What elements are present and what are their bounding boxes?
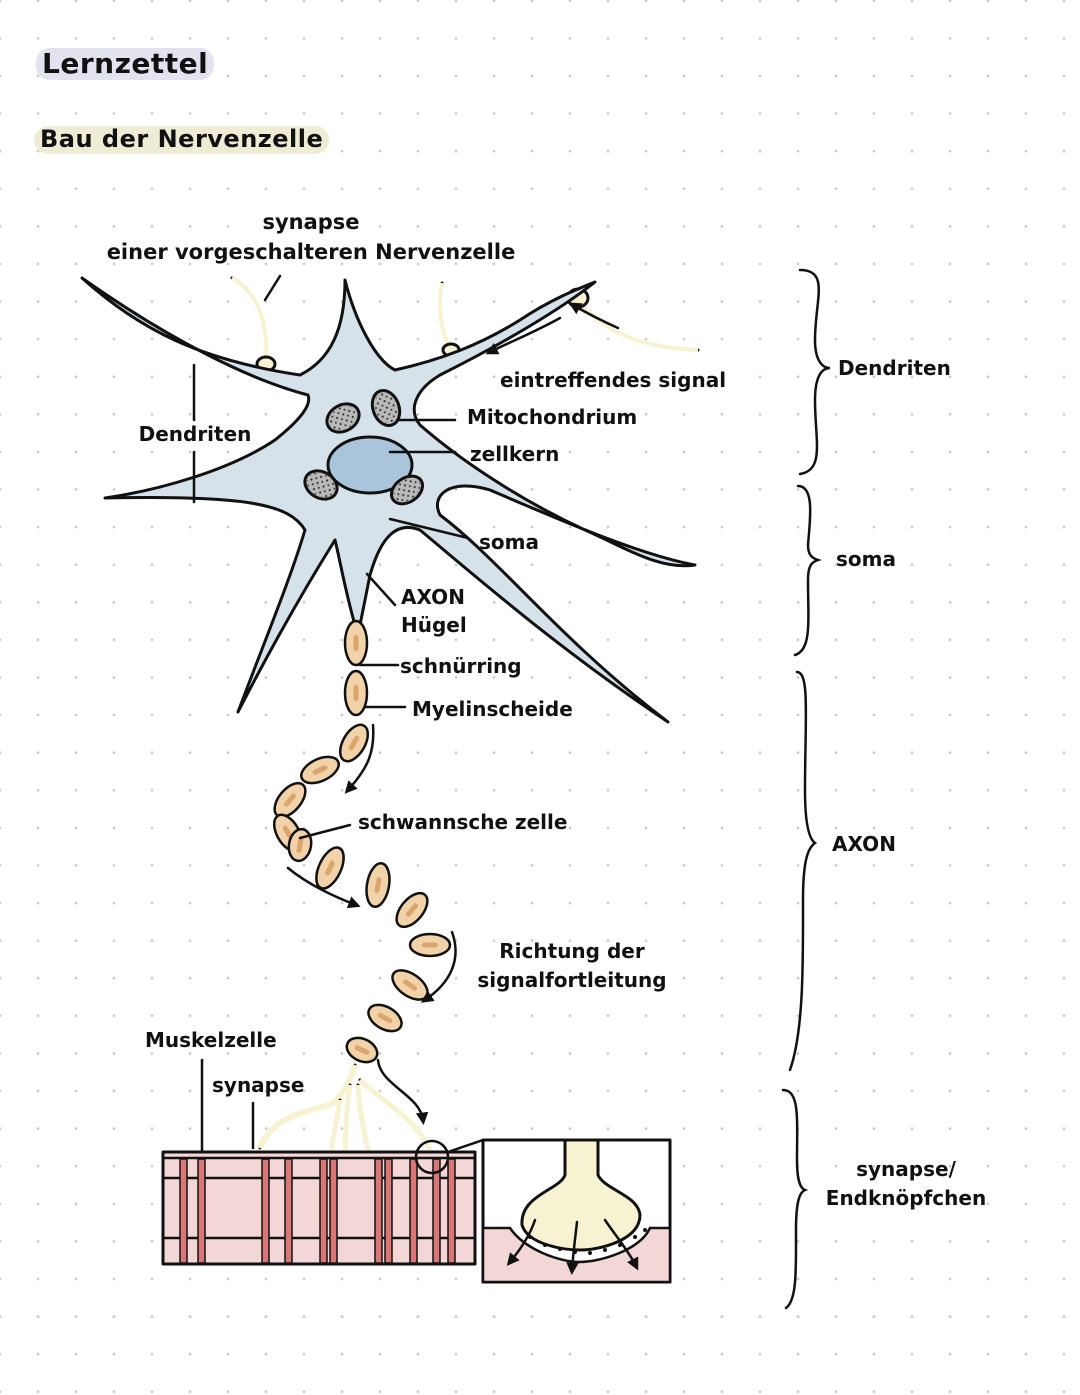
leader-lines <box>192 274 470 1154</box>
label-synapse-bottom: synapse <box>212 1073 304 1097</box>
schwann-cell-nucleus <box>405 903 419 917</box>
region-label-soma: soma <box>836 547 896 571</box>
signal-arrows <box>286 302 620 1125</box>
schwann-cell-nucleus <box>402 979 418 991</box>
muscle-cell <box>161 1150 477 1266</box>
label-zellkern: zellkern <box>470 442 559 466</box>
label-synapse-top: synapse <box>262 210 359 234</box>
muscle-stripe <box>197 1158 206 1264</box>
schwann-cell-nucleus <box>422 942 438 948</box>
schwann-cell-nucleus <box>353 685 359 701</box>
label-schwannsche-zelle: schwannsche zelle <box>358 810 567 834</box>
region-braces <box>781 268 831 1310</box>
label-mitochondrium: Mitochondrium <box>467 405 637 429</box>
label-muskelzelle: Muskelzelle <box>145 1028 277 1052</box>
schwann-cell-nucleus <box>348 735 360 751</box>
schwann-cell-nucleus <box>283 793 297 807</box>
region-label-axon: AXON <box>832 832 896 856</box>
label-schnuerring: schnürring <box>400 654 522 678</box>
schwann-cell-nucleus <box>354 1045 370 1055</box>
label-dendriten-left: Dendriten <box>139 422 252 446</box>
mitochondria <box>303 389 425 506</box>
label-axon-huegel-1: AXON <box>401 585 465 609</box>
schwann-cell-nucleus <box>325 860 335 876</box>
label-eintreffendes-signal: eintreffendes signal <box>500 368 726 392</box>
section-title: Bau der Nervenzelle <box>34 125 330 154</box>
region-label-dendriten: Dendriten <box>838 356 951 380</box>
axon-myelin-segments <box>272 619 452 1064</box>
muscle-stripe <box>447 1158 456 1264</box>
synapse-magnified-inset <box>414 1138 672 1284</box>
region-label-synapse: synapse/ <box>856 1157 956 1181</box>
schwann-cell-nucleus <box>312 765 328 775</box>
muscle-stripe <box>374 1158 383 1264</box>
label-soma: soma <box>479 530 539 554</box>
label-myelinscheide: Myelinscheide <box>412 697 573 721</box>
muscle-stripe <box>432 1158 441 1264</box>
muscle-stripe <box>261 1158 270 1264</box>
muscle-stripe <box>319 1158 328 1264</box>
neuron-cell-body <box>80 276 697 724</box>
muscle-stripe <box>384 1158 393 1264</box>
label-axon-huegel-2: Hügel <box>401 613 467 637</box>
muscle-stripe <box>409 1158 418 1264</box>
label-richtung-2: signalfortleitung <box>477 968 666 992</box>
muscle-stripe <box>284 1158 293 1264</box>
muscle-stripe <box>179 1158 188 1264</box>
schwann-cell-nucleus <box>353 635 359 651</box>
label-richtung-1: Richtung der <box>499 939 645 963</box>
schwann-cell-nucleus <box>374 877 382 893</box>
muscle-stripe <box>329 1158 338 1264</box>
schwann-cell-nucleus <box>296 837 304 853</box>
label-vorgeschaltete-nervenzelle: einer vorgeschalteren Nervenzelle <box>107 240 516 264</box>
page-title: Lernzettel <box>36 47 215 81</box>
schwann-cell-nucleus <box>377 1012 393 1024</box>
region-label-endknoepfchen: Endknöpfchen <box>826 1186 986 1210</box>
